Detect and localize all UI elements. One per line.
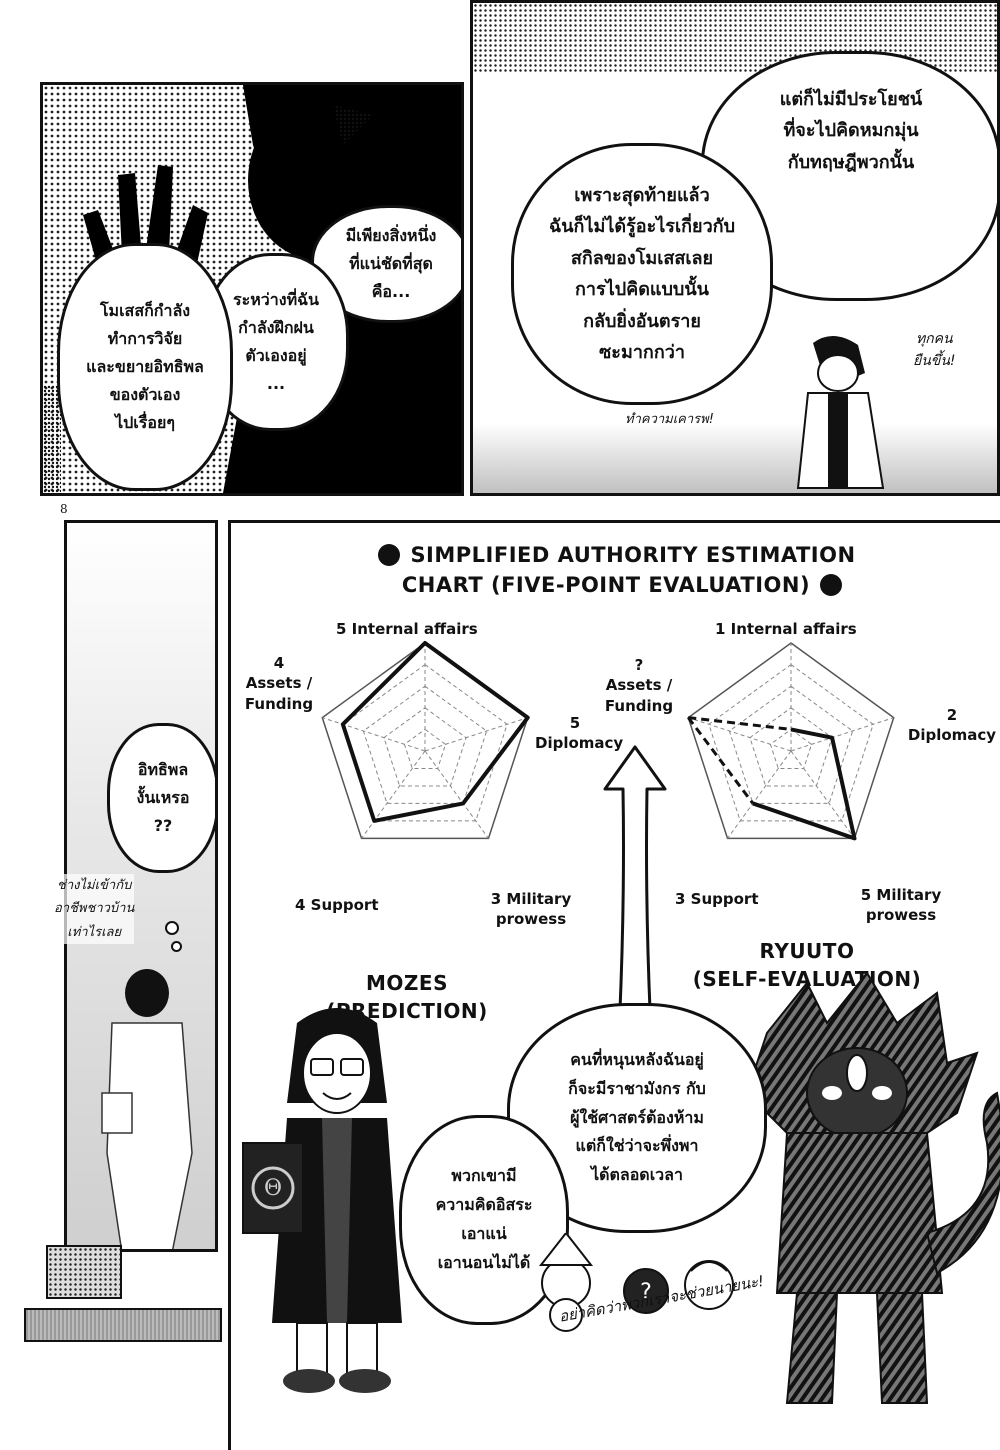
chart-title: SIMPLIFIED AUTHORITY ESTIMATION CHART (F… — [231, 543, 1000, 597]
panel-chart: SIMPLIFIED AUTHORITY ESTIMATION CHART (F… — [228, 520, 1000, 1450]
ryuuto-label-assets: ? Assets / Funding — [604, 656, 674, 715]
ryuuto-data-line — [752, 727, 857, 841]
book-symbol: Θ — [264, 1176, 282, 1201]
mozes-spoke — [322, 717, 426, 752]
mozes-grid-ring — [403, 728, 447, 769]
deco-slab-1 — [46, 1245, 122, 1299]
ryuuto-label-diplomacy: 2 Diplomacy — [907, 706, 997, 745]
mozes-figure: Θ — [242, 1008, 402, 1393]
svg-text:?: ? — [640, 1280, 652, 1305]
mozes-spoke — [424, 717, 528, 752]
panel-2: แต่ก็ไม่มีประโยชน์ ที่จะไปคิดหมกมุ่น กับ… — [470, 0, 1000, 496]
bubble-c-text: โมเสสก็กำลัง ทำการวิจัย และขยายอิทธิพล ข… — [86, 301, 204, 432]
chibi-characters: ? — [538, 1233, 734, 1332]
arrow-up-icon — [603, 745, 667, 1035]
bubble-main-text: เพราะสุดท้ายแล้ว ฉันก็ไม่ได้รู้อะไรเกี่ย… — [548, 184, 736, 364]
mozes-spoke — [424, 750, 489, 839]
page-number: 8 — [60, 502, 68, 516]
thought-dot — [165, 921, 179, 935]
ryuuto-label-internal: 1 Internal affairs — [715, 620, 857, 638]
chart-title-line-2: CHART (FIVE-POINT EVALUATION) — [401, 573, 811, 597]
boy-figure — [796, 335, 885, 489]
panel-2-screentone-bottom — [473, 423, 997, 493]
panel-1: มีเพียงสิ่งหนึ่ง ที่แน่ชัดที่สุด คือ... … — [40, 82, 464, 496]
mozes-label-internal: 5 Internal affairs — [336, 620, 478, 638]
panel-3-bubble-text: อิทธิพล งั้นเหรอ ?? — [136, 760, 190, 835]
sfx-salute: ทำความเคารพ! — [625, 412, 714, 427]
ryuuto-spoke — [688, 717, 792, 752]
bubble-b-text: ระหว่างที่ฉัน กำลังฝึกฝน ตัวเองอยู่ ... — [233, 290, 319, 393]
mozes-grid-ring — [362, 685, 488, 804]
speech-bubble-left: พวกเขามี ความคิดอิสระ เอาแน่ เอานอนไม่ได… — [399, 1115, 569, 1325]
ryuuto-grid-ring — [728, 685, 854, 804]
ryuuto-grid-ring — [749, 707, 833, 787]
speech-bubble-main: เพราะสุดท้ายแล้ว ฉันก็ไม่ได้รู้อะไรเกี่ย… — [511, 143, 773, 405]
radar-chart-ryuuto — [687, 642, 895, 841]
sfx-stand-up: ทุกคน ยืนขึ้น! — [913, 331, 956, 369]
mozes-label-diplomacy: 5 Diplomacy — [535, 714, 624, 753]
radar-chart-mozes — [321, 641, 530, 840]
thought-dot — [171, 941, 182, 952]
mozes-label-military: 3 Military prowess — [490, 890, 572, 929]
ryuuto-grid-ring — [769, 728, 813, 769]
bubble-a-text: มีเพียงสิ่งหนึ่ง ที่แน่ชัดที่สุด คือ... — [345, 226, 437, 301]
ryuuto-label-military: 5 Military prowess — [860, 886, 942, 925]
mozes-label-support: 4 Support — [295, 896, 379, 914]
ryuuto-spoke — [727, 750, 792, 839]
ryuuto-label-support: 3 Support — [675, 890, 759, 908]
chart-title-line-1: SIMPLIFIED AUTHORITY ESTIMATION — [410, 543, 856, 567]
bubble-center-text: คนที่หนุนหลังฉันอยู่ ก็จะมีราชามังกร กับ… — [568, 1050, 706, 1185]
ryuuto-name: RYUUTO (SELF-EVALUATION) — [692, 939, 922, 991]
mozes-data-polygon — [340, 641, 530, 823]
ryuuto-spoke — [790, 750, 855, 839]
ryuuto-armor-figure — [745, 973, 1000, 1404]
title-bullet-icon — [820, 574, 843, 596]
mozes-grid-ring — [342, 663, 508, 822]
ryuuto-grid-ring — [687, 642, 895, 840]
mozes-label-assets: 4 Assets / Funding — [244, 654, 314, 713]
speech-bubble-panel-3: อิทธิพล งั้นเหรอ ?? — [107, 723, 215, 873]
standing-figure — [101, 969, 193, 1249]
bubble-top-text: แต่ก็ไม่มีประโยชน์ ที่จะไปคิดหมกมุ่น กับ… — [779, 88, 923, 173]
mozes-grid-ring — [383, 707, 467, 787]
speech-bubble-a: มีเพียงสิ่งหนึ่ง ที่แน่ชัดที่สุด คือ... — [311, 205, 461, 323]
bubble-left-text: พวกเขามี ความคิดอิสระ เอาแน่ เอานอนไม่ได… — [435, 1166, 533, 1272]
mozes-spoke — [361, 750, 426, 839]
title-bullet-icon — [378, 544, 401, 566]
ryuuto-unknown-dashed-line — [688, 716, 792, 731]
ryuuto-grid-ring — [708, 663, 874, 822]
ryuuto-unknown-dashed-line — [687, 716, 755, 805]
deco-slab-2 — [24, 1308, 222, 1342]
panel-3-side-text: ช่างไม่เข้ากับ อาชีพชาวบ้าน เท่าไรเลย — [54, 874, 135, 945]
speech-bubble-c: โมเสสก็กำลัง ทำการวิจัย และขยายอิทธิพล ข… — [57, 243, 233, 491]
